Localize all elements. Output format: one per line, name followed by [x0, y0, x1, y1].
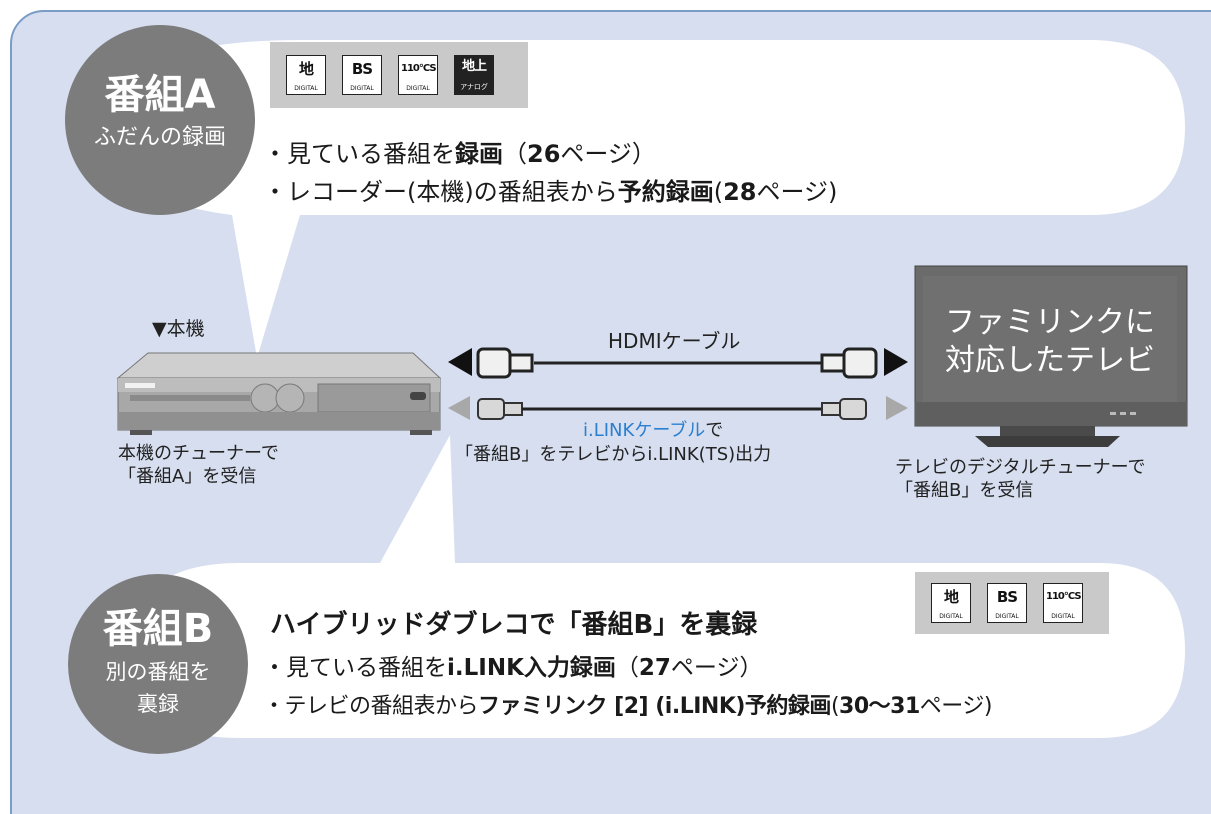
recorder-device	[116, 352, 442, 435]
hdmi-cable	[448, 347, 908, 379]
program-b-heading: ハイブリッドダブレコで「番組B」を裏録	[270, 610, 758, 640]
ilink-caption: 「番組B」をテレビからi.LINK(TS)出力	[455, 444, 772, 465]
terrestrial-analog-icon: 地上アナログ	[454, 55, 494, 95]
badge-b-subtitle: 別の番組を 裏録	[105, 660, 211, 716]
bubble-a	[110, 40, 1185, 358]
badge-a-circle	[65, 25, 255, 215]
badge-a-title: 番組A	[104, 72, 216, 118]
program-a-line-1: ・見ている番組を録画（26ページ）	[263, 140, 656, 168]
program-b-line-2: ・テレビの番組表からファミリンク [2] (i.LINK)予約録画(30～31ペ…	[263, 694, 992, 719]
badge-b-circle	[68, 574, 248, 754]
ilink-cable-label: i.LINKケーブルで	[583, 420, 724, 441]
badge-a-subtitle: ふだんの録画	[93, 125, 226, 150]
badge-b-title: 番組B	[102, 606, 214, 652]
recorder-caption: 本機のチューナーで 「番組A」を受信	[118, 443, 279, 487]
tv-screen-text: ファミリンクに 対応したテレビ	[945, 305, 1155, 378]
ilink-cable	[448, 396, 908, 420]
hdmi-cable-label: HDMIケーブル	[608, 329, 741, 353]
tv-caption: テレビのデジタルチューナーで 「番組B」を受信	[895, 457, 1146, 501]
tv-device	[914, 265, 1188, 447]
program-b-line-1: ・見ている番組をi.LINK入力録画（27ページ）	[263, 655, 763, 681]
program-a-line-2: ・レコーダー(本機)の番組表から予約録画(28ページ)	[263, 178, 838, 206]
recorder-label: ▼本機	[152, 318, 205, 340]
bubble-b	[130, 435, 1185, 738]
